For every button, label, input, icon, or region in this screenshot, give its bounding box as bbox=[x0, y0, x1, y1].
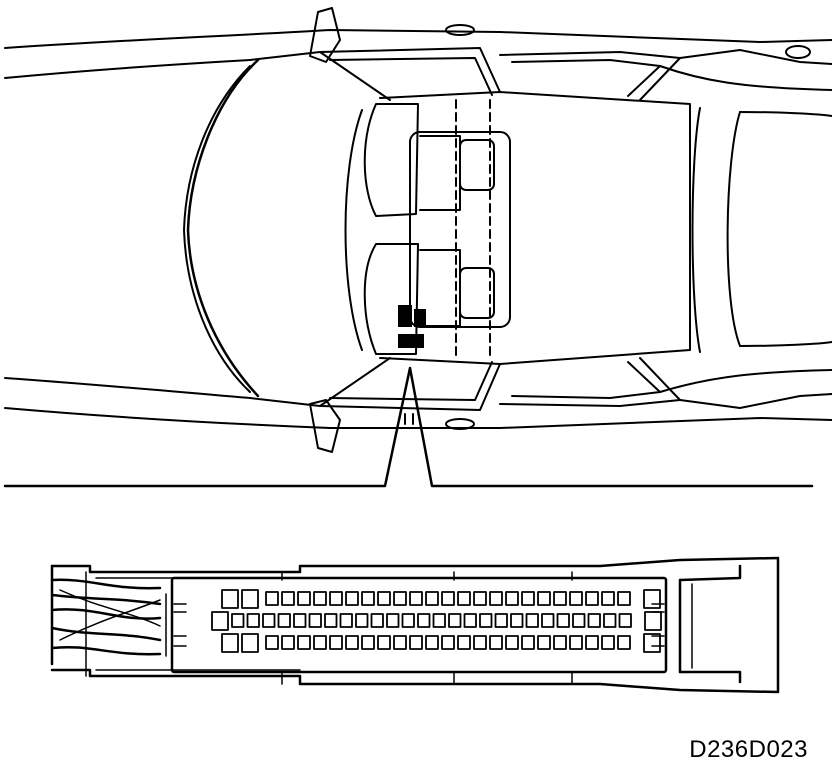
connector-pin-cavity bbox=[417, 613, 431, 628]
connector-pins bbox=[211, 589, 662, 653]
connector-pin-cavity bbox=[425, 591, 439, 606]
connector-pin-cavity bbox=[585, 635, 599, 650]
connector-pin-cavity bbox=[221, 633, 239, 653]
connector-pin-cavity bbox=[603, 613, 617, 628]
connector-pin-cavity bbox=[441, 591, 455, 606]
connector-pin-cavity bbox=[601, 635, 615, 650]
connector-pin-cavity bbox=[448, 613, 462, 628]
figure-code: D236D023 bbox=[689, 736, 808, 763]
connector-pin-cavity bbox=[345, 591, 359, 606]
connector-pin-cavity bbox=[231, 613, 245, 628]
connector-pin-cavity bbox=[401, 613, 415, 628]
connector-pin-cavity bbox=[525, 613, 539, 628]
connector-pin-cavity bbox=[643, 589, 661, 609]
connector-pin-cavity bbox=[262, 613, 276, 628]
vehicle-top-view-icon bbox=[4, 7, 832, 453]
connector-pin-cavity bbox=[585, 591, 599, 606]
connector-pin-cavity bbox=[409, 591, 423, 606]
connector-pin-cavity bbox=[297, 635, 311, 650]
connector-pin-cavity bbox=[505, 635, 519, 650]
connector-pin-cavity bbox=[617, 591, 631, 606]
connector-pin-cavity bbox=[313, 635, 327, 650]
connector-pin-cavity bbox=[587, 613, 601, 628]
connector-pin-cavity bbox=[569, 635, 583, 650]
connector-pin-cavity bbox=[277, 613, 291, 628]
connector-pin-cavity bbox=[329, 635, 343, 650]
connector-pin-cavity bbox=[537, 591, 551, 606]
connector-pin-cavity bbox=[463, 613, 477, 628]
connector-pin-cavity bbox=[425, 635, 439, 650]
connector-pin-cavity bbox=[329, 591, 343, 606]
connector-pin-cavity bbox=[324, 613, 338, 628]
connector-pin-cavity bbox=[521, 591, 535, 606]
connector-pin-cavity bbox=[541, 613, 555, 628]
connector-pin-cavity bbox=[313, 591, 327, 606]
connector-pin-cavity bbox=[370, 613, 384, 628]
connector-pin-cavity bbox=[494, 613, 508, 628]
connector-pin-cavity bbox=[241, 633, 259, 653]
connector-pin-cavity bbox=[644, 611, 662, 631]
connector-pin-cavity bbox=[457, 635, 471, 650]
connector-pin-face-icon bbox=[50, 556, 780, 694]
connector-pin-cavity bbox=[265, 635, 279, 650]
connector-pin-cavity bbox=[241, 589, 259, 609]
connector-pin-cavity bbox=[393, 591, 407, 606]
connector-pin-cavity bbox=[457, 591, 471, 606]
connector-pin-cavity bbox=[393, 635, 407, 650]
connector-pin-cavity bbox=[432, 613, 446, 628]
connector-pin-cavity bbox=[386, 613, 400, 628]
connector-pin-cavity bbox=[377, 591, 391, 606]
connector-pin-cavity bbox=[537, 635, 551, 650]
connector-pin-cavity bbox=[521, 635, 535, 650]
connector-pin-cavity bbox=[355, 613, 369, 628]
connector-pin-cavity bbox=[617, 635, 631, 650]
connector-pin-cavity bbox=[409, 635, 423, 650]
connector-pin-cavity bbox=[265, 591, 279, 606]
connector-pin-cavity bbox=[643, 633, 661, 653]
connector-pin-cavity bbox=[297, 591, 311, 606]
connector-pin-cavity bbox=[572, 613, 586, 628]
connector-pin-cavity bbox=[553, 591, 567, 606]
connector-pin-cavity bbox=[556, 613, 570, 628]
connector-pin-cavity bbox=[361, 591, 375, 606]
connector-pin-cavity bbox=[221, 589, 239, 609]
connector-pin-cavity bbox=[479, 613, 493, 628]
connector-pin-cavity bbox=[489, 635, 503, 650]
connector-pin-cavity bbox=[281, 591, 295, 606]
connector-pin-cavity bbox=[618, 613, 632, 628]
connector-pin-cavity bbox=[601, 591, 615, 606]
connector-pin-cavity bbox=[345, 635, 359, 650]
connector-pin-cavity bbox=[246, 613, 260, 628]
connector-pin-cavity bbox=[510, 613, 524, 628]
connector-pin-cavity bbox=[339, 613, 353, 628]
connector-pin-cavity bbox=[281, 635, 295, 650]
connector-pin-cavity bbox=[569, 591, 583, 606]
connector-pin-cavity bbox=[505, 591, 519, 606]
connector-pin-cavity bbox=[441, 635, 455, 650]
pointer-arrow-icon bbox=[3, 366, 814, 488]
connector-pin-cavity bbox=[489, 591, 503, 606]
connector-pin-cavity bbox=[377, 635, 391, 650]
connector-pin-cavity bbox=[308, 613, 322, 628]
connector-pin-cavity bbox=[553, 635, 567, 650]
ecu-location-icon bbox=[398, 305, 426, 348]
connector-pin-cavity bbox=[473, 591, 487, 606]
connector-pin-cavity bbox=[361, 635, 375, 650]
connector-pin-cavity bbox=[293, 613, 307, 628]
connector-pin-cavity bbox=[473, 635, 487, 650]
connector-pin-cavity bbox=[211, 611, 229, 631]
